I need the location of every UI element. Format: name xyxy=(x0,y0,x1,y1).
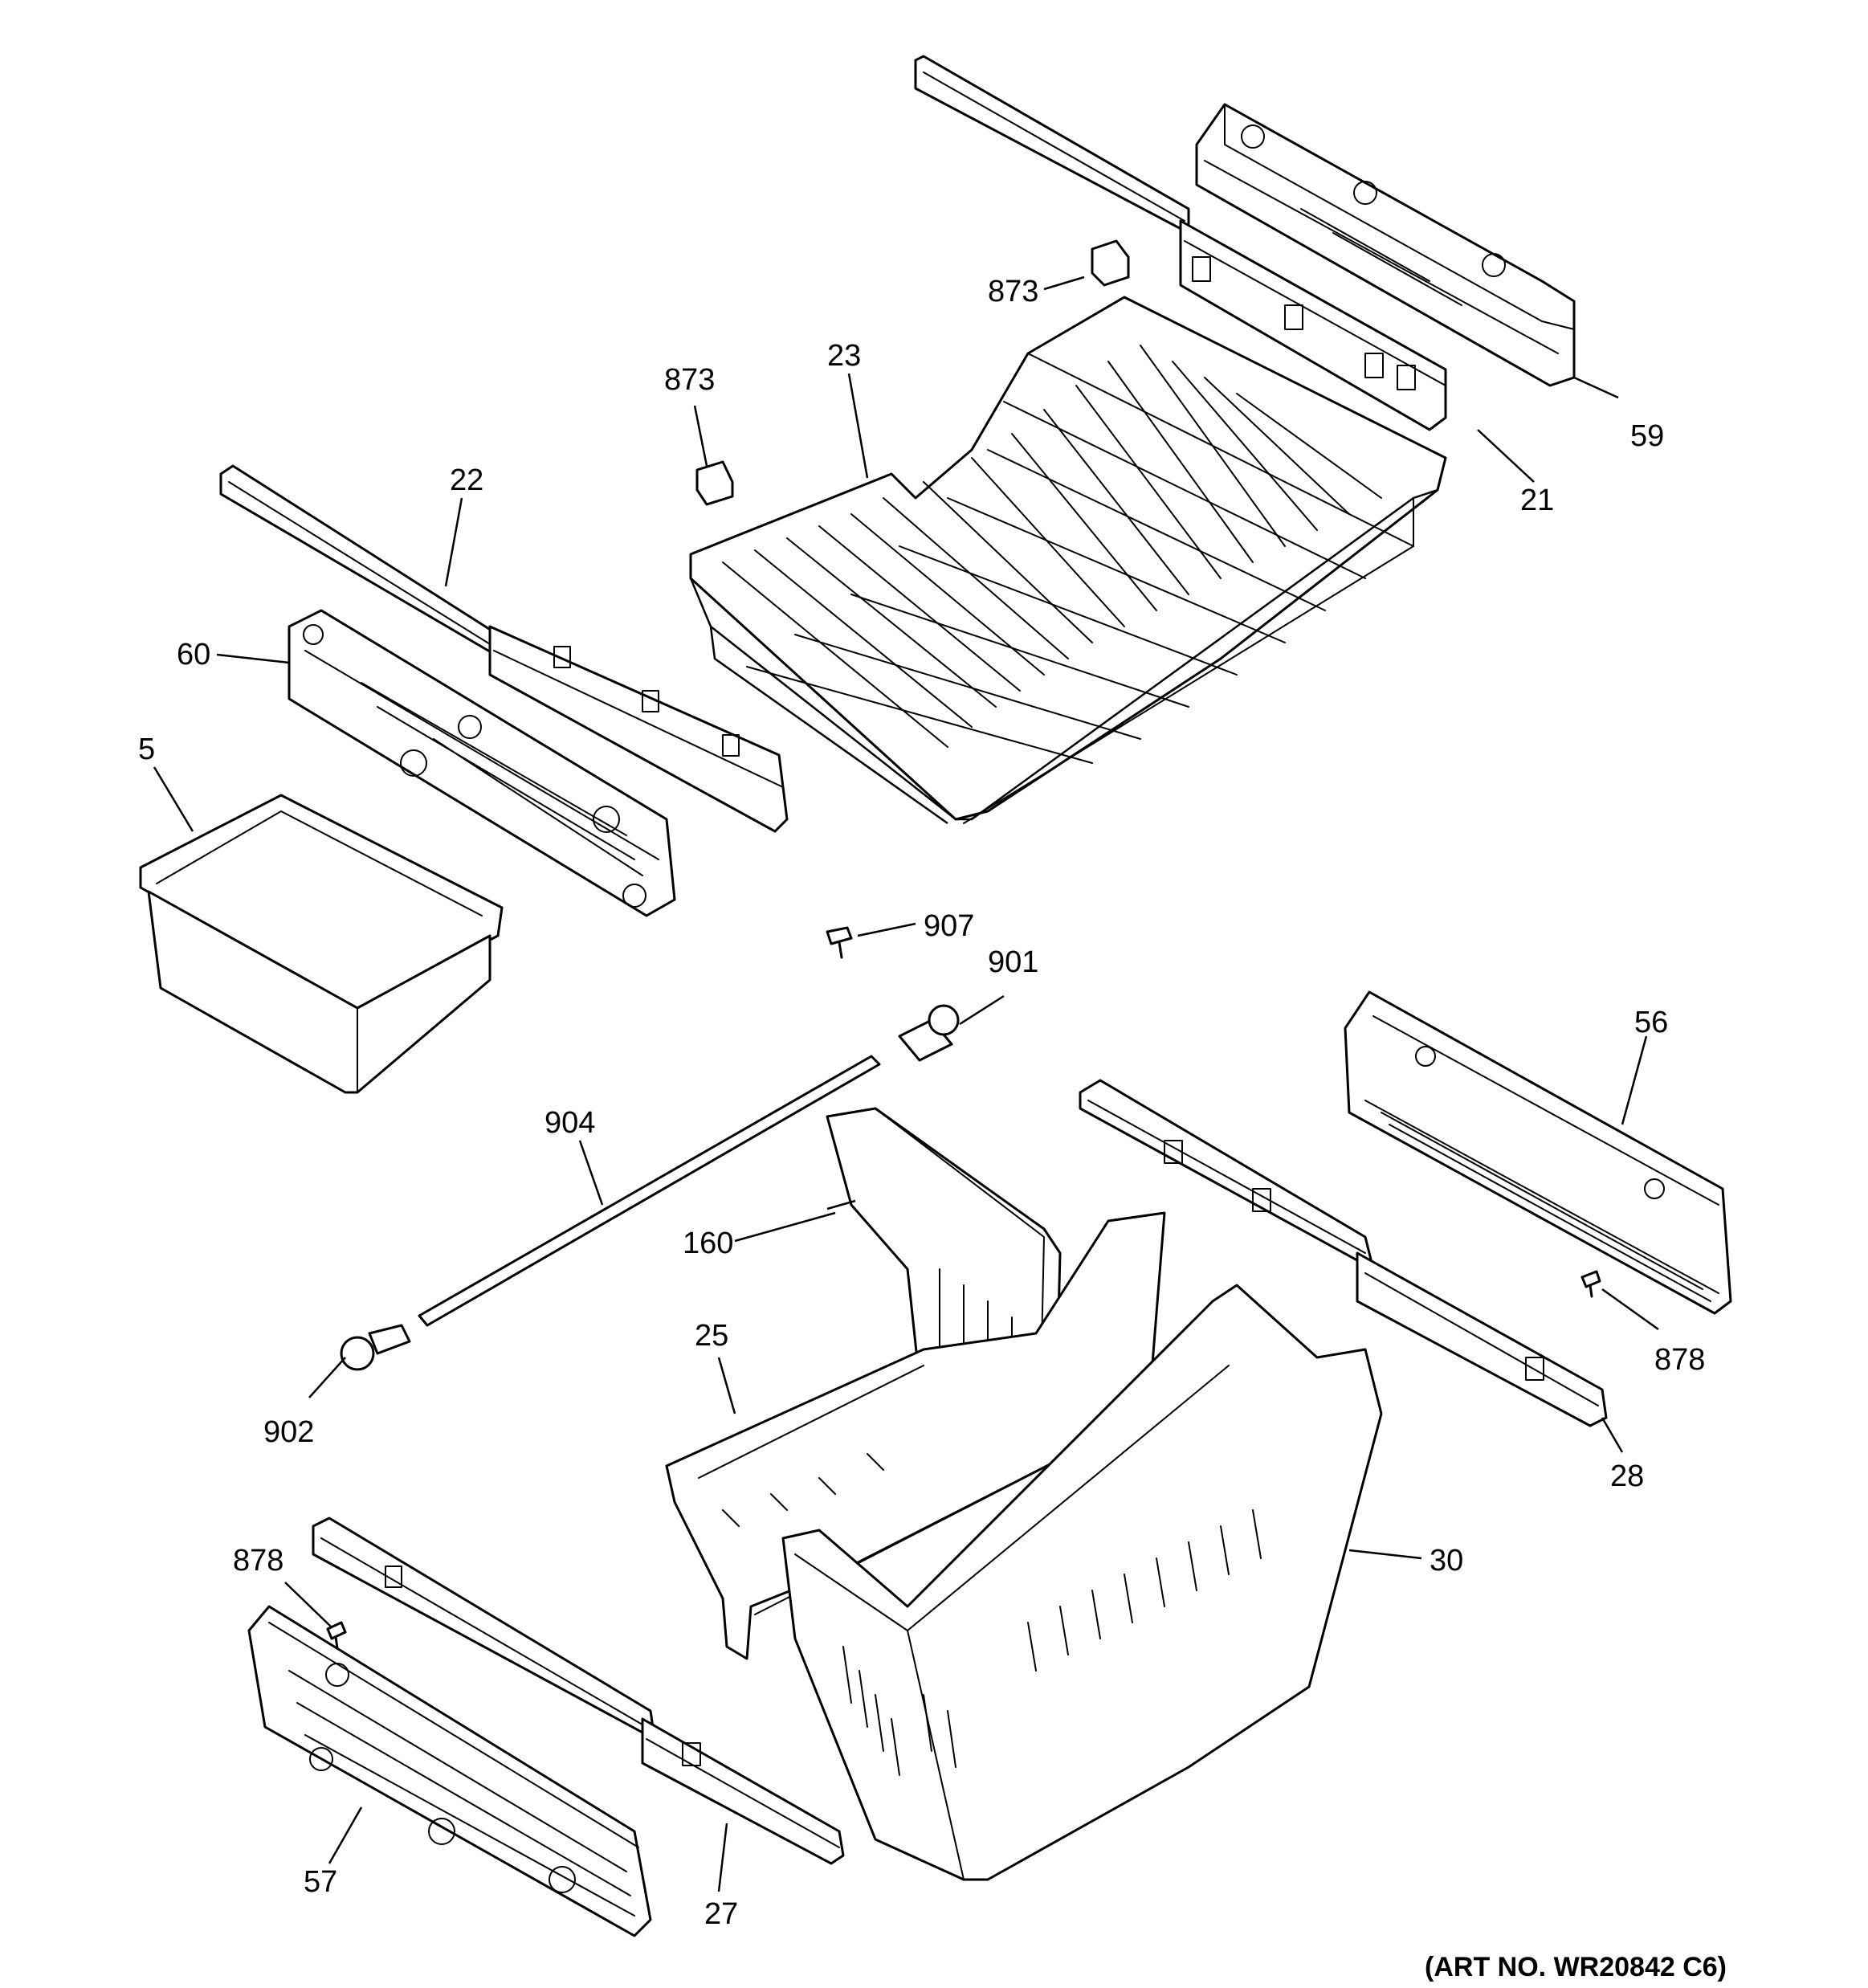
part-878-screw-right xyxy=(1580,1270,1601,1298)
part-902-shaft-end xyxy=(340,1324,411,1371)
callout-25: 25 xyxy=(695,1319,728,1353)
part-59-rail-cover xyxy=(1195,103,1576,387)
callout-28: 28 xyxy=(1610,1459,1644,1493)
callout-873-upper: 873 xyxy=(988,275,1038,308)
part-5-bin xyxy=(139,794,504,1094)
part-57-rail-cover xyxy=(247,1605,652,1937)
callout-labels: 5 21 22 23 25 27 28 30 56 57 59 60 160 8… xyxy=(138,275,1705,1931)
part-904-rod xyxy=(418,1055,881,1327)
callout-904: 904 xyxy=(544,1106,595,1140)
callout-30: 30 xyxy=(1430,1544,1463,1578)
callout-56: 56 xyxy=(1634,1006,1668,1039)
callout-907: 907 xyxy=(924,909,974,943)
part-22-slide-rail xyxy=(219,464,789,833)
callout-21: 21 xyxy=(1520,484,1554,517)
part-23-wire-basket xyxy=(689,296,1447,825)
callout-901: 901 xyxy=(988,945,1038,979)
part-901-shaft-end xyxy=(898,1004,960,1062)
part-907-screw xyxy=(826,926,853,959)
leader-lines xyxy=(153,276,1659,1892)
callout-873-left: 873 xyxy=(664,363,715,397)
callout-60: 60 xyxy=(177,638,210,672)
part-878-screw-left xyxy=(326,1621,347,1650)
art-number: (ART NO. WR20842 C6) xyxy=(1425,1952,1727,1982)
callout-878-left: 878 xyxy=(233,1544,283,1578)
part-873-clip-left xyxy=(695,460,734,506)
part-873-clip-upper xyxy=(1091,239,1130,287)
callout-59: 59 xyxy=(1630,419,1664,453)
callout-22: 22 xyxy=(450,463,483,497)
part-60-rail-cover xyxy=(288,609,676,917)
part-30-lower-basket xyxy=(781,1284,1383,1881)
part-28-slide-rail xyxy=(1079,1079,1608,1427)
callout-23: 23 xyxy=(827,339,861,373)
callout-5: 5 xyxy=(138,733,155,766)
part-27-slide-rail xyxy=(312,1517,845,1865)
callout-160: 160 xyxy=(683,1227,733,1260)
callout-878-right: 878 xyxy=(1654,1343,1705,1377)
callout-902: 902 xyxy=(263,1415,314,1449)
part-21-slide-rail xyxy=(914,55,1447,431)
callout-27: 27 xyxy=(704,1897,738,1931)
part-56-rail-cover xyxy=(1344,990,1732,1315)
callout-57: 57 xyxy=(304,1865,337,1899)
